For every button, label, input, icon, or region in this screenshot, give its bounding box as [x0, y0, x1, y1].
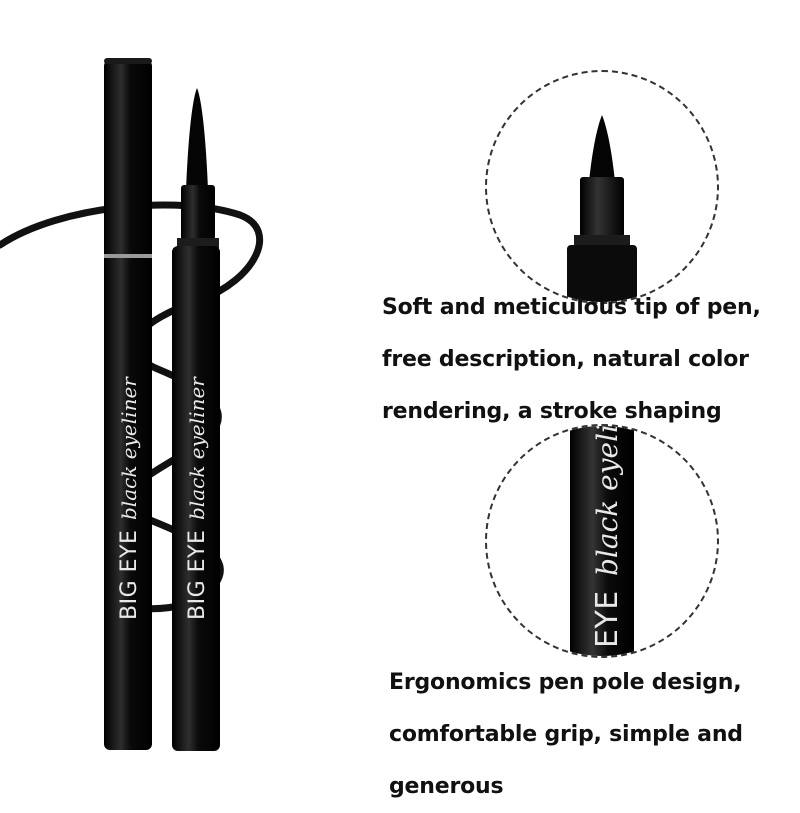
tip-caption-line: free description, natural color: [382, 347, 749, 372]
barrel-caption: Ergonomics pen pole design, comfortable …: [389, 657, 794, 813]
pen2-brand-label: BIG EYE: [185, 530, 210, 620]
barrel-caption-line: comfortable grip, simple and: [389, 722, 743, 747]
tip-caption: Soft and meticulous tip of pen, free des…: [382, 282, 797, 438]
pen1-brand-label: BIG EYE: [117, 530, 142, 620]
tip-closeup-circle: [485, 70, 719, 304]
tip-caption-line: rendering, a stroke shaping: [382, 399, 722, 424]
uncapped-pen: [172, 88, 220, 751]
tip-closeup-illustration: [567, 115, 637, 302]
barrel-closeup-illustration: EYE black eyeli: [570, 426, 634, 656]
pens-illustration: BIG EYE black eyeliner BIG EYE black eye…: [0, 58, 263, 751]
barrel-caption-line: generous: [389, 774, 504, 799]
tip-caption-line: Soft and meticulous tip of pen,: [382, 295, 761, 320]
barrel-brand-label: EYE: [590, 590, 625, 648]
pen2-script-label: black eyeliner: [185, 376, 209, 520]
barrel-caption-line: Ergonomics pen pole design,: [389, 670, 742, 695]
barrel-closeup-circle: EYE black eyeli: [485, 424, 719, 658]
pen1-script-label: black eyeliner: [117, 376, 141, 520]
barrel-script-label: black eyeli: [591, 426, 624, 576]
capped-pen: [104, 58, 152, 750]
